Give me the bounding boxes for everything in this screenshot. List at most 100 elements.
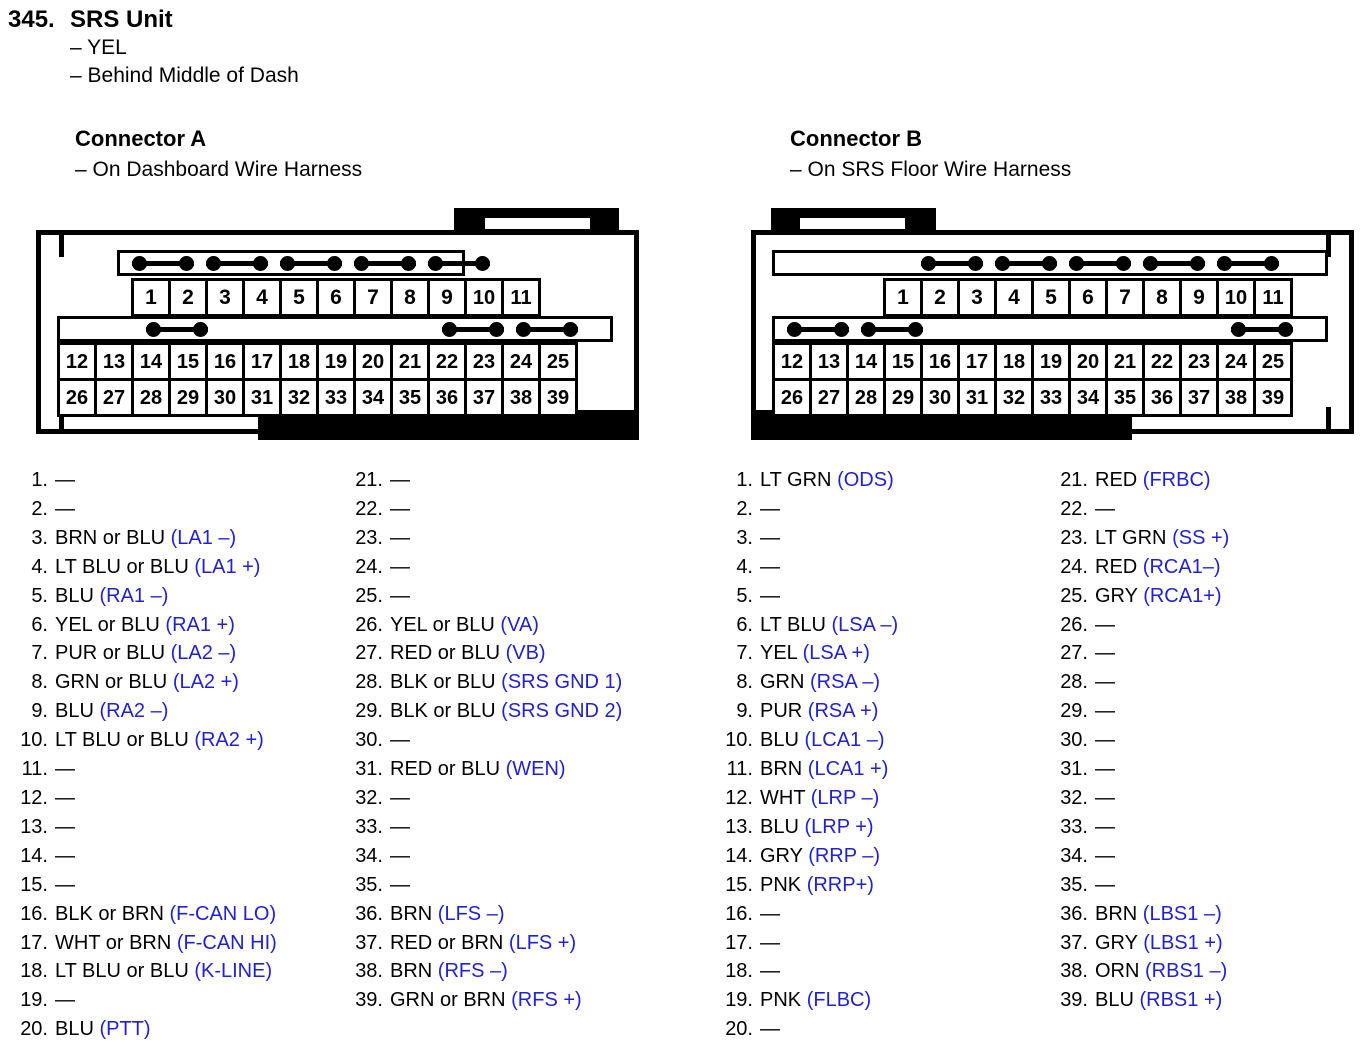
pin-cell-25[interactable]: 25 <box>538 342 578 381</box>
pin-cell-3[interactable]: 3 <box>205 278 245 317</box>
pin-entry-value: — <box>760 902 780 925</box>
pin-cell-15[interactable]: 15 <box>883 342 923 381</box>
connector-b-top-jumper-2-3 <box>921 251 983 275</box>
pin-cell-7[interactable]: 7 <box>353 278 393 317</box>
pin-cell-12[interactable]: 12 <box>57 342 97 381</box>
pin-cell-36[interactable]: 36 <box>1142 378 1182 417</box>
connector-b-top-jumper-4-5 <box>995 251 1057 275</box>
pin-entry-signal: (FRBC) <box>1142 469 1211 491</box>
pin-cell-21[interactable]: 21 <box>390 342 430 381</box>
pin-cell-18[interactable]: 18 <box>994 342 1034 381</box>
pin-cell-3[interactable]: 3 <box>957 278 997 317</box>
pin-entry-signal: (WEN) <box>505 758 566 781</box>
pin-cell-39[interactable]: 39 <box>538 378 578 417</box>
pin-cell-29[interactable]: 29 <box>883 378 923 417</box>
pin-cell-29[interactable]: 29 <box>168 378 208 417</box>
pin-cell-6[interactable]: 6 <box>1068 278 1108 317</box>
pin-cell-2[interactable]: 2 <box>168 278 208 317</box>
pin-cell-1[interactable]: 1 <box>883 278 923 317</box>
connector-a-notch-bottom-left-edge <box>59 407 64 429</box>
pin-cell-14[interactable]: 14 <box>846 342 886 381</box>
pin-cell-23[interactable]: 23 <box>464 342 504 381</box>
pin-cell-4[interactable]: 4 <box>242 278 282 317</box>
pin-cell-20[interactable]: 20 <box>353 342 393 381</box>
pin-cell-10[interactable]: 10 <box>1216 278 1256 317</box>
pin-cell-28[interactable]: 28 <box>131 378 171 417</box>
pin-entry: 36.BRN (LBS1 –) <box>1054 900 1366 929</box>
pin-cell-24[interactable]: 24 <box>1216 342 1256 381</box>
pin-cell-30[interactable]: 30 <box>920 378 960 417</box>
pin-entry-number: 8. <box>736 671 753 694</box>
pin-cell-18[interactable]: 18 <box>279 342 319 381</box>
pin-cell-8[interactable]: 8 <box>1142 278 1182 317</box>
pin-entry: 28.— <box>1054 668 1366 697</box>
pin-cell-1[interactable]: 1 <box>131 278 171 317</box>
pin-cell-26[interactable]: 26 <box>57 378 97 417</box>
pin-cell-32[interactable]: 32 <box>994 378 1034 417</box>
pin-cell-26[interactable]: 26 <box>772 378 812 417</box>
pin-cell-37[interactable]: 37 <box>464 378 504 417</box>
pin-cell-20[interactable]: 20 <box>1068 342 1108 381</box>
pin-cell-27[interactable]: 27 <box>94 378 134 417</box>
pin-cell-6[interactable]: 6 <box>316 278 356 317</box>
pin-entry-value: — <box>760 584 780 607</box>
connector-a-top-jumper-7-8 <box>354 251 416 275</box>
pin-cell-19[interactable]: 19 <box>316 342 356 381</box>
pin-cell-16[interactable]: 16 <box>920 342 960 381</box>
pin-cell-5[interactable]: 5 <box>279 278 319 317</box>
pin-entry-value: — <box>1095 758 1115 781</box>
pin-cell-25[interactable]: 25 <box>1253 342 1293 381</box>
pin-cell-31[interactable]: 31 <box>242 378 282 417</box>
pin-cell-13[interactable]: 13 <box>809 342 849 381</box>
pin-entry-number: 1. <box>31 469 48 491</box>
pin-cell-37[interactable]: 37 <box>1179 378 1219 417</box>
pin-cell-32[interactable]: 32 <box>279 378 319 417</box>
pin-cell-34[interactable]: 34 <box>1068 378 1108 417</box>
pin-cell-9[interactable]: 9 <box>1179 278 1219 317</box>
pin-cell-15[interactable]: 15 <box>168 342 208 381</box>
pin-cell-22[interactable]: 22 <box>1142 342 1182 381</box>
pin-cell-36[interactable]: 36 <box>427 378 467 417</box>
pin-cell-34[interactable]: 34 <box>353 378 393 417</box>
pin-cell-7[interactable]: 7 <box>1105 278 1145 317</box>
pin-cell-33[interactable]: 33 <box>1031 378 1071 417</box>
pin-cell-27[interactable]: 27 <box>809 378 849 417</box>
pin-cell-2[interactable]: 2 <box>920 278 960 317</box>
pin-cell-17[interactable]: 17 <box>957 342 997 381</box>
pin-entry-number: 16. <box>20 902 48 925</box>
pin-cell-35[interactable]: 35 <box>1105 378 1145 417</box>
pin-cell-16[interactable]: 16 <box>205 342 245 381</box>
pin-entry: 20.— <box>719 1015 1049 1044</box>
pin-cell-24[interactable]: 24 <box>501 342 541 381</box>
pin-entry: 3.BRN or BLU (LA1 –) <box>14 524 344 553</box>
pin-cell-17[interactable]: 17 <box>242 342 282 381</box>
pin-cell-35[interactable]: 35 <box>390 378 430 417</box>
pin-cell-23[interactable]: 23 <box>1179 342 1219 381</box>
pin-cell-19[interactable]: 19 <box>1031 342 1071 381</box>
pin-cell-11[interactable]: 11 <box>1253 278 1293 317</box>
pin-cell-28[interactable]: 28 <box>846 378 886 417</box>
pin-cell-21[interactable]: 21 <box>1105 342 1145 381</box>
pin-cell-8[interactable]: 8 <box>390 278 430 317</box>
pin-cell-22[interactable]: 22 <box>427 342 467 381</box>
connector-b-top-tab-slot <box>800 218 905 229</box>
pin-entry-value: ORN (RBS1 –) <box>1095 960 1228 983</box>
pin-cell-30[interactable]: 30 <box>205 378 245 417</box>
pin-cell-5[interactable]: 5 <box>1031 278 1071 317</box>
pin-cell-38[interactable]: 38 <box>501 378 541 417</box>
pin-cell-11[interactable]: 11 <box>501 278 541 317</box>
pin-cell-9[interactable]: 9 <box>427 278 467 317</box>
pin-entry-value: — <box>760 931 780 954</box>
pin-cell-13[interactable]: 13 <box>94 342 134 381</box>
pin-cell-12[interactable]: 12 <box>772 342 812 381</box>
pin-cell-39[interactable]: 39 <box>1253 378 1293 417</box>
pin-cell-4[interactable]: 4 <box>994 278 1034 317</box>
pin-cell-33[interactable]: 33 <box>316 378 356 417</box>
pin-cell-10[interactable]: 10 <box>464 278 504 317</box>
pin-cell-31[interactable]: 31 <box>957 378 997 417</box>
unit-detail-location: – Behind Middle of Dash <box>70 63 299 87</box>
pin-entry-signal: (RFS –) <box>437 960 508 983</box>
pin-cell-38[interactable]: 38 <box>1216 378 1256 417</box>
pin-cell-14[interactable]: 14 <box>131 342 171 381</box>
